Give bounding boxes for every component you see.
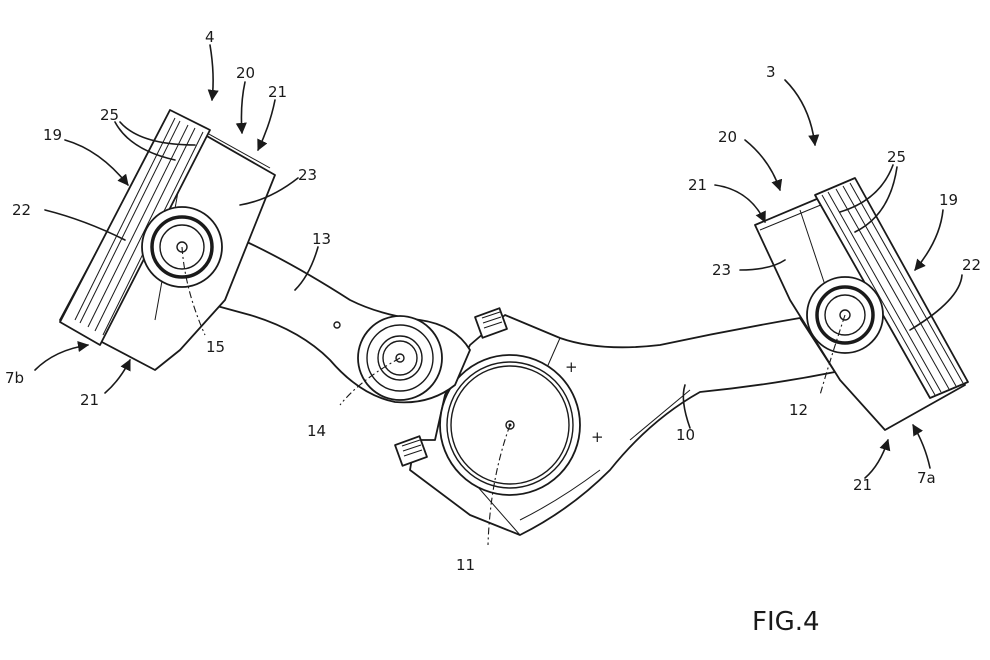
label-15: 15 (206, 338, 225, 356)
axis-lines (181, 246, 846, 546)
screw-upper (474, 307, 508, 339)
piston-4 (59, 109, 276, 371)
label-10: 10 (676, 426, 695, 444)
label-3: 3 (766, 63, 776, 81)
label-21-left-bottom: 21 (80, 391, 99, 409)
label-21-left-top: 21 (268, 83, 287, 101)
label-22-left: 22 (12, 201, 31, 219)
label-25-left: 25 (100, 106, 119, 124)
label-11: 11 (456, 556, 475, 574)
figure-label: FIG.4 (752, 607, 820, 637)
label-20-right: 20 (718, 128, 737, 146)
plus-mark-2: + (591, 428, 604, 446)
plus-mark-1: + (565, 358, 578, 376)
label-19-right: 19 (939, 191, 958, 209)
label-23-right: 23 (712, 261, 731, 279)
label-4: 4 (205, 28, 215, 46)
label-20-left: 20 (236, 64, 255, 82)
piston-3 (754, 177, 969, 431)
label-13: 13 (312, 230, 331, 248)
label-7a: 7a (917, 469, 936, 487)
leader-lines (34, 44, 963, 479)
label-19-left: 19 (43, 126, 62, 144)
label-23-left: 23 (298, 166, 317, 184)
label-14: 14 (307, 422, 326, 440)
screw-lower (394, 435, 428, 467)
label-22-right: 22 (962, 256, 981, 274)
label-7b: 7b (5, 369, 24, 387)
label-12: 12 (789, 401, 808, 419)
label-25-right: 25 (887, 148, 906, 166)
label-21-right-bottom: 21 (853, 476, 872, 494)
reference-numerals: 4 20 21 25 19 22 23 13 15 7b 21 14 11 10… (5, 28, 981, 574)
label-21-right-top: 21 (688, 176, 707, 194)
